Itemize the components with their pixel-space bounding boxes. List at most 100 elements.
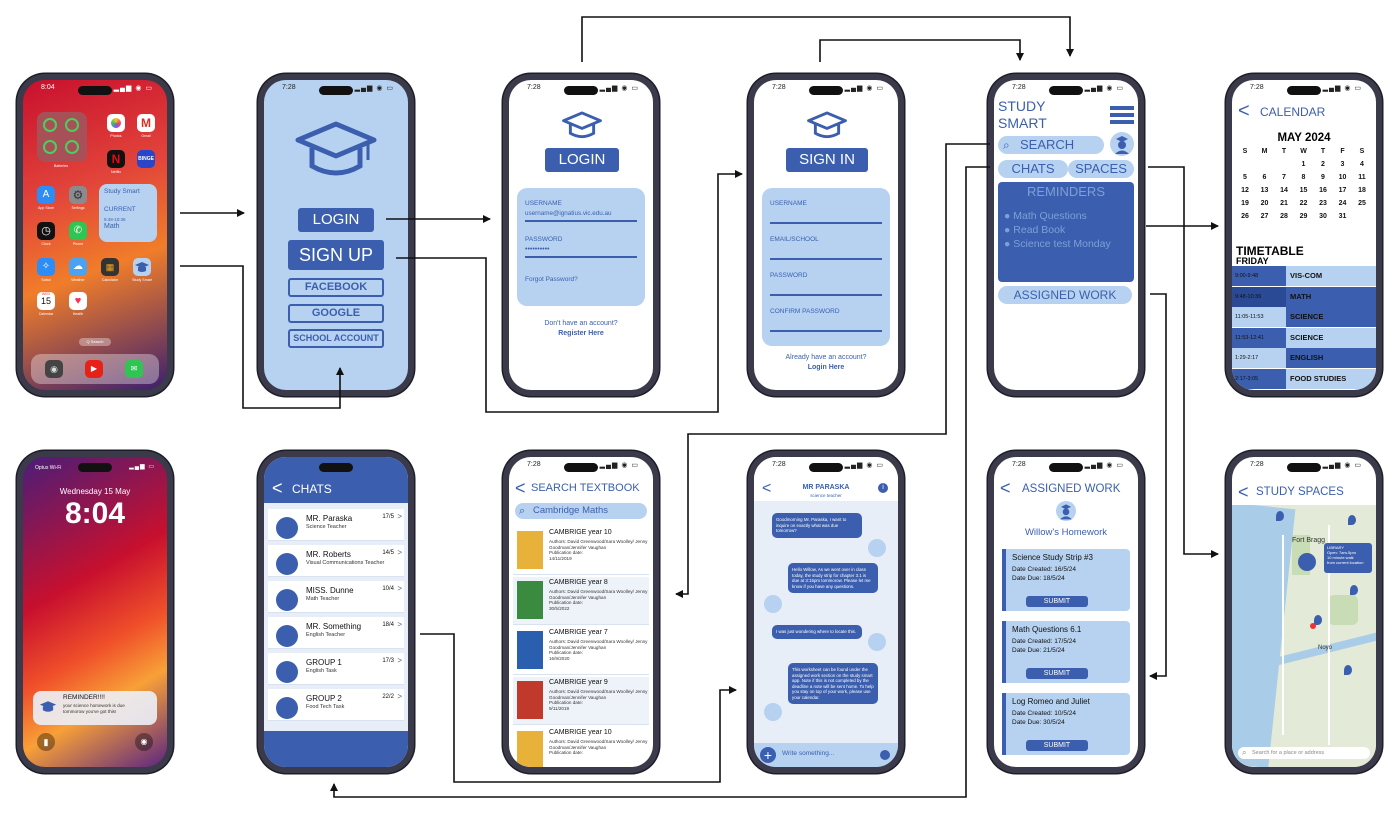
health-icon[interactable]: ♥ [69, 292, 87, 310]
binge-icon[interactable]: BINGE [137, 150, 155, 168]
map-search-input[interactable]: ⌕ Search for a place or address [1238, 747, 1370, 759]
facebook-button[interactable]: FACEBOOK [288, 278, 384, 297]
reminder-item[interactable]: ● Read Book [1004, 224, 1066, 236]
map-pin-icon[interactable] [1350, 585, 1358, 595]
calendar-day[interactable]: 5 [1243, 174, 1247, 181]
home-search-pill[interactable]: Q Search [79, 338, 111, 346]
login-button[interactable]: LOGIN [298, 208, 374, 232]
messages-icon[interactable]: ✉ [125, 360, 143, 378]
map-pin-icon[interactable] [1348, 515, 1356, 525]
back-chevron-icon[interactable]: < [1238, 100, 1250, 122]
username-input[interactable]: username@ignatius.vic.edu.au [525, 210, 612, 217]
photos-icon[interactable] [107, 114, 125, 132]
add-icon[interactable]: + [760, 747, 776, 763]
login-here-link[interactable]: Login Here [807, 364, 845, 371]
back-chevron-icon[interactable]: < [1000, 478, 1011, 498]
emoji-icon[interactable] [880, 750, 890, 760]
school-account-button[interactable]: SCHOOL ACCOUNT [288, 329, 384, 348]
calendar-day[interactable]: 16 [1319, 187, 1327, 194]
calendar-day[interactable]: 26 [1241, 213, 1249, 220]
avatar[interactable] [1110, 132, 1134, 156]
hamburger-menu-icon[interactable] [1110, 106, 1134, 126]
study-smart-widget[interactable]: Study Smart CURRENT 9:48-10:36 Math [99, 184, 157, 242]
gmail-icon[interactable]: M [137, 114, 155, 132]
map-pin-icon[interactable] [1314, 615, 1322, 625]
calendar-day[interactable]: 17 [1338, 187, 1347, 194]
weather-icon[interactable]: ☁ [69, 258, 87, 276]
camera-icon[interactable]: ◉ [135, 733, 153, 751]
forgot-password-link[interactable]: Forgot Password? [525, 276, 578, 283]
calendar-day[interactable]: 9 [1321, 174, 1325, 181]
back-chevron-icon[interactable]: < [1238, 482, 1249, 502]
calendar-day[interactable]: 6 [1262, 174, 1267, 181]
reminder-item[interactable]: ● Math Questions [1004, 210, 1087, 222]
calendar-day[interactable]: 12 [1241, 187, 1249, 194]
calendar-day[interactable]: 27 [1260, 213, 1269, 220]
calendar-day[interactable]: 19 [1241, 200, 1249, 207]
clock-icon[interactable]: ◷ [37, 222, 55, 240]
calendar-day[interactable]: 15 [1299, 187, 1308, 194]
calendar-day[interactable]: 4 [1360, 161, 1364, 168]
info-icon[interactable]: i [878, 483, 888, 493]
camera-icon[interactable]: ◉ [45, 360, 63, 378]
calendar-day[interactable]: 3 [1340, 161, 1345, 168]
search-bar[interactable]: ⌕ SEARCH [998, 136, 1104, 154]
app-store-icon[interactable]: A [37, 186, 55, 204]
netflix-icon[interactable]: N [107, 150, 125, 168]
calendar-day[interactable]: 31 [1338, 213, 1347, 220]
calendar-day[interactable]: 23 [1319, 200, 1327, 207]
settings-icon[interactable]: ⚙ [69, 186, 87, 204]
map-pin-icon[interactable] [1344, 665, 1352, 675]
calendar-day[interactable]: 21 [1280, 200, 1288, 207]
calendar-day[interactable]: 28 [1280, 213, 1288, 220]
calendar-day[interactable]: 7 [1282, 174, 1286, 181]
safari-icon[interactable]: ✧ [37, 258, 55, 276]
calendar-day[interactable]: 2 [1321, 161, 1325, 168]
back-chevron-icon[interactable]: < [515, 478, 526, 498]
calendar-day[interactable]: 25 [1358, 200, 1366, 207]
batteries-widget[interactable] [37, 112, 87, 162]
calendar-day[interactable]: 13 [1260, 187, 1269, 194]
confirm-password-field[interactable] [770, 330, 882, 332]
flashlight-icon[interactable]: ▮ [37, 733, 55, 751]
library-pin-icon[interactable] [1298, 553, 1316, 571]
spaces-button[interactable]: SPACES [1068, 160, 1134, 178]
assigned-work-button[interactable]: ASSIGNED WORK [998, 286, 1132, 304]
back-chevron-icon[interactable]: < [272, 478, 283, 498]
calendar-day[interactable]: 20 [1260, 200, 1269, 207]
calendar-icon[interactable]: WED 15 [37, 292, 55, 310]
submit-button[interactable]: SUBMIT [1026, 596, 1088, 607]
map-pin-icon[interactable] [1276, 511, 1284, 521]
calculator-icon[interactable]: ▦ [101, 258, 119, 276]
password-input[interactable]: •••••••••• [525, 246, 550, 253]
phone-icon[interactable]: ✆ [69, 222, 87, 240]
google-button[interactable]: GOOGLE [288, 304, 384, 323]
calendar-day[interactable]: 24 [1338, 200, 1347, 207]
calendar-day[interactable]: 18 [1358, 187, 1366, 194]
calendar-day[interactable]: 29 [1299, 213, 1308, 220]
signup-button[interactable]: SIGN UP [288, 240, 384, 270]
register-link[interactable]: Register Here [558, 330, 604, 337]
study-smart-icon[interactable] [133, 258, 151, 276]
calendar-day[interactable]: 30 [1319, 213, 1327, 220]
calendar-day[interactable]: 8 [1301, 174, 1306, 181]
calendar-day[interactable]: 14 [1280, 187, 1288, 194]
